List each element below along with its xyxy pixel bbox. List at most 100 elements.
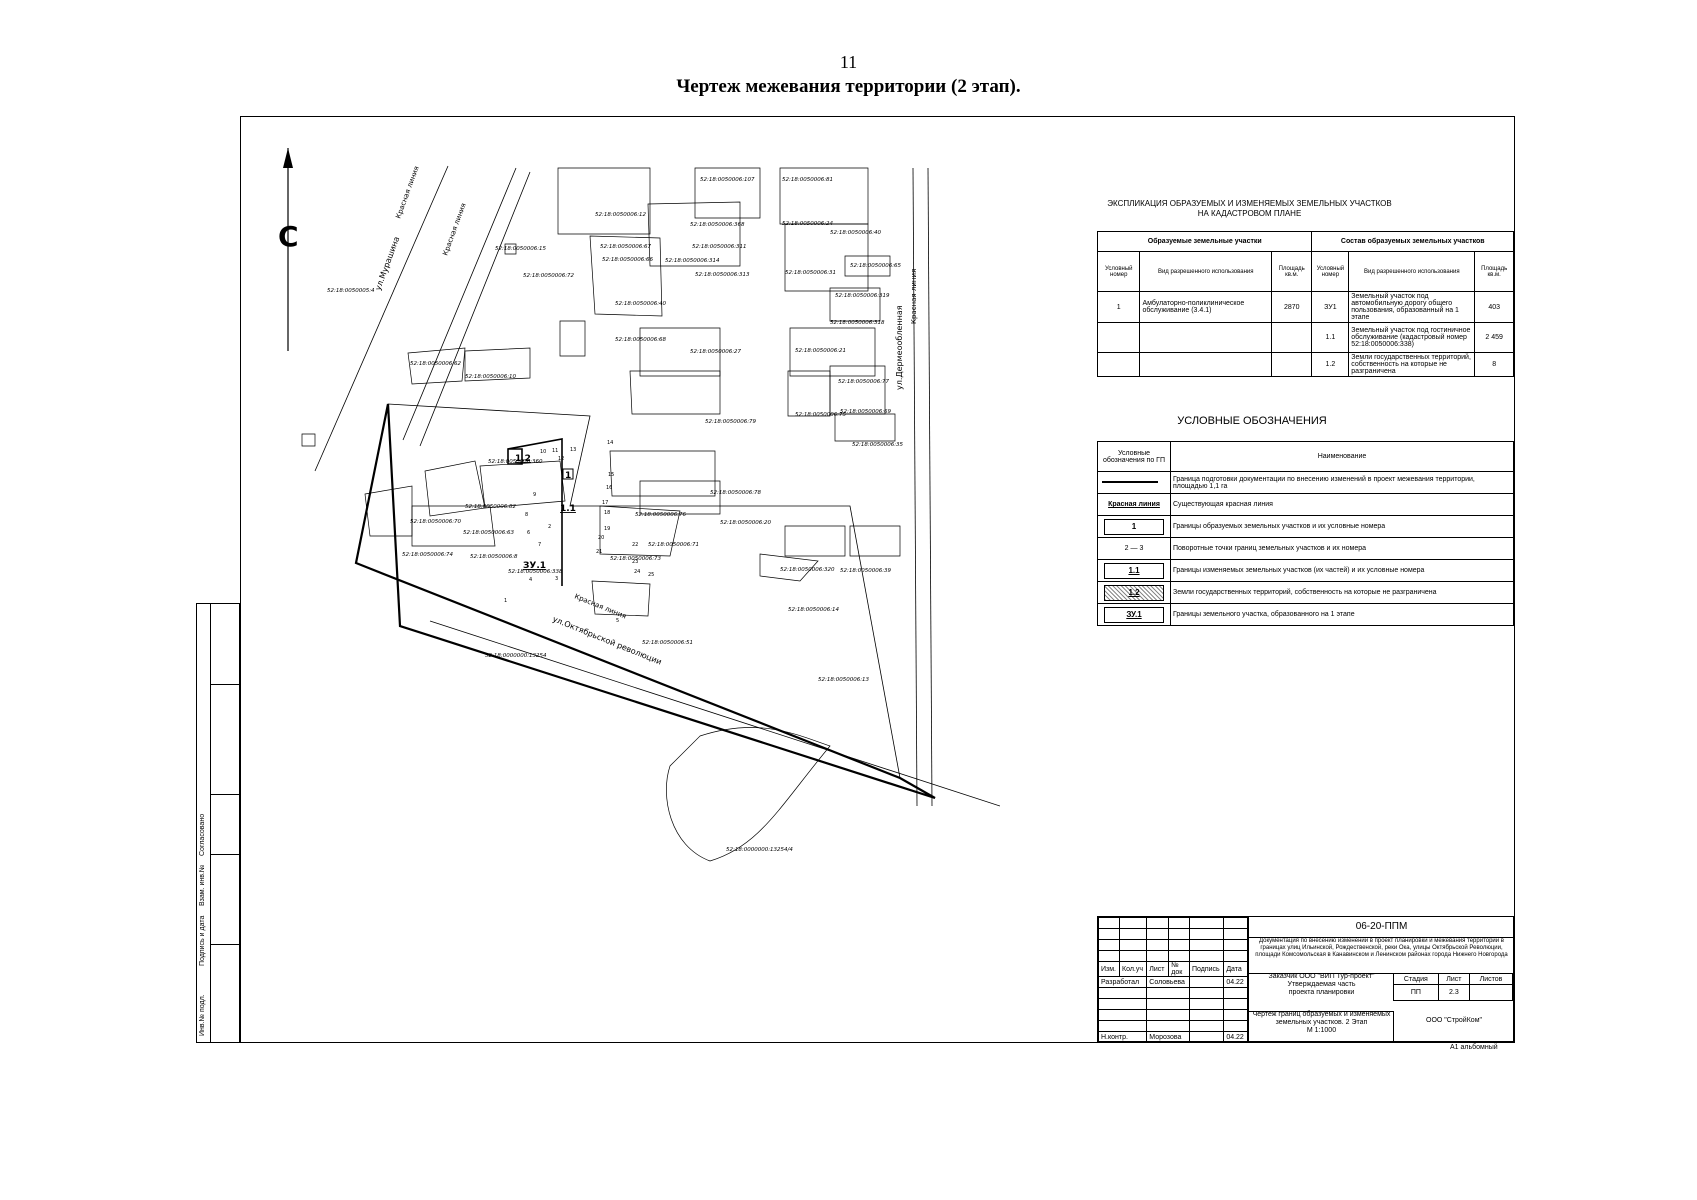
point-number: 18 <box>604 510 610 516</box>
point-number: 6 <box>527 530 530 536</box>
tb-stage-value: ПП <box>1393 984 1439 1001</box>
parcel-label: 52:18:0050006:368 <box>690 222 745 228</box>
point-number: 21 <box>596 549 602 555</box>
page-number: 11 <box>839 52 858 72</box>
table-row: 1.1 Земельный участок под гостиничное об… <box>1096 322 1514 353</box>
parcel-label: 52:18:0000000:13254/4 <box>726 847 793 853</box>
col-header: Вид разрешенного использования <box>1139 251 1272 292</box>
parcel-label: 52:18:0050006:35 <box>852 442 904 448</box>
point-number: 8 <box>525 512 528 518</box>
col-header: Площадь кв.м. <box>1270 251 1313 292</box>
cell <box>1270 352 1313 377</box>
parcel-label: 52:18:0000000:13254 <box>485 653 547 659</box>
point-number: 15 <box>608 472 614 478</box>
legend-symbol: 1.2 <box>1097 581 1171 604</box>
tb-description: Документация по внесению изменений в про… <box>1248 937 1514 974</box>
tb-sheet-value: 2.3 <box>1437 984 1471 1001</box>
legend-symbol-box: 1.1 <box>1104 562 1164 579</box>
parcel-label: 52:18:0050006:72 <box>523 273 575 279</box>
cell: 2870 <box>1270 291 1313 323</box>
parcel-label: 52:18:0050006:67 <box>600 244 652 250</box>
tb-col: Подпись <box>1188 961 1225 977</box>
tb-sheet-label: Лист <box>1437 973 1471 985</box>
legend-symbol-box: 1 <box>1104 518 1164 535</box>
point-number: 19 <box>604 526 610 532</box>
cell <box>1270 322 1313 353</box>
legend-text: Поворотные точки границ земельных участк… <box>1170 537 1514 560</box>
tb-project-part: проекта планировки <box>1288 989 1355 996</box>
parcel-label: 52:18:0050006:65 <box>850 263 902 269</box>
legend-symbol: ЗУ.1 <box>1097 603 1171 626</box>
parcel-label: 52:18:0050006:81 <box>782 177 833 183</box>
legend-text: Границы земельного участка, образованног… <box>1170 603 1514 626</box>
point-number: 4 <box>529 577 532 583</box>
tb-col: № док <box>1168 961 1190 977</box>
parcel-label: 52:18:0050006:31 <box>785 270 836 276</box>
parcel-label: 52:18:0050006:24 <box>782 221 834 227</box>
point-number: 24 <box>634 569 640 575</box>
cell: ЗУ1 <box>1311 291 1350 323</box>
parcel-label: 52:18:0050006:12 <box>595 212 647 218</box>
point-number: 12 <box>558 456 564 462</box>
point-number: 7 <box>538 542 541 548</box>
side-label-agreed: Согласовано <box>199 813 206 856</box>
legend-text: Границы образуемых земельных участков и … <box>1170 515 1514 538</box>
parcel-label: 52:18:0050006:40 <box>615 301 667 307</box>
tb-sheets-value <box>1469 984 1513 1001</box>
cell: 403 <box>1474 291 1514 323</box>
tb-drawing-block: Чертеж границ образуемых и изменяемых зе… <box>1248 1011 1394 1041</box>
tb-approved-block: Заказчик ООО "ВИП Тур-проект" Утверждаем… <box>1248 973 1394 1012</box>
title-block: Изм. Кол.уч Лист № док Подпись Дата Разр… <box>1097 916 1514 1043</box>
col-header: Вид разрешенного использования <box>1348 251 1476 292</box>
point-number: 1 <box>504 598 507 604</box>
zone-label-zu1: ЗУ.1 <box>523 561 546 571</box>
point-number: 23 <box>632 559 638 565</box>
cell: 8 <box>1474 352 1514 377</box>
parcel-label: 52:18:0050006:70 <box>410 519 462 525</box>
page-title: Чертеж межевания территории (2 этап). <box>676 76 1021 97</box>
col-header: Условный номер <box>1096 251 1141 292</box>
explication-title: ЭКСПЛИКАЦИЯ ОБРАЗУЕМЫХ И ИЗМЕНЯЕМЫХ ЗЕМЕ… <box>1097 199 1402 219</box>
point-number: 17 <box>602 500 608 506</box>
point-number: 9 <box>533 492 536 498</box>
tb-company: ООО "СтройКом" <box>1393 1011 1514 1041</box>
north-label: С <box>278 220 299 253</box>
parcel-label: 52:18:0050006:314 <box>665 258 720 264</box>
table-row: 1 Амбулаторно-поликлиническое обслуживан… <box>1096 291 1514 323</box>
parcel-label: 52:18:0050006:63 <box>463 530 515 536</box>
parcel-label: 52:18:0050006:82 <box>465 504 517 510</box>
point-number: 5 <box>616 618 619 624</box>
explication-group-right: Состав образуемых земельных участков <box>1311 231 1514 252</box>
legend-symbol: Красная линия <box>1097 493 1171 516</box>
legend-row: Красная линия Существующая красная линия <box>1097 493 1514 516</box>
legend-row: 1 Границы образуемых земельных участков … <box>1097 515 1514 538</box>
parcel-label: 52:18:0050006:311 <box>692 244 747 250</box>
legend-header-symbol: Условные обозначения по ГП <box>1097 441 1171 472</box>
parcel-label: 52:18:0050006:79 <box>705 419 757 425</box>
parcel-label: 52:18:0050006:76 <box>635 512 687 518</box>
point-number: 10 <box>540 449 546 455</box>
explication-group-left: Образуемые земельные участки <box>1096 231 1313 252</box>
parcel-label: 52:18:0050006:78 <box>710 490 762 496</box>
parcel-label: 52:18:0050006:68 <box>615 337 667 343</box>
legend-row: 1.1 Границы изменяемых земельных участко… <box>1097 559 1514 582</box>
legend-title: УСЛОВНЫЕ ОБОЗНАЧЕНИЯ <box>1177 415 1327 427</box>
legend-symbol: 2 — 3 <box>1097 537 1171 560</box>
legend-text: Граница подготовки документации по внесе… <box>1170 471 1514 494</box>
legend-symbol <box>1097 471 1171 494</box>
parcel-label: 52:18:0050006:51 <box>642 640 693 646</box>
cell: Земли государственных территорий, собств… <box>1348 352 1476 377</box>
col-header: Площадь кв.м. <box>1474 251 1514 292</box>
parcel-label: 52:18:0050006:40 <box>830 230 882 236</box>
cell <box>1096 352 1141 377</box>
tb-developer-role: Разработал <box>1097 976 1148 988</box>
parcel-label: 52:18:0050006:10 <box>465 374 517 380</box>
parcel-label: 52:18:0050006:20 <box>720 520 772 526</box>
tb-controller-role: Н.контр. <box>1097 1031 1148 1043</box>
zone-label-1-2: 1.2 <box>515 454 531 464</box>
parcel-label: 52:18:0050006:318 <box>830 320 885 326</box>
cell: Земельный участок под автомобильную доро… <box>1348 291 1476 323</box>
tb-developer-date: 04.22 <box>1223 976 1248 988</box>
col-header: Условный номер <box>1311 251 1350 292</box>
street-dermeobl: ул.Дермеообленная <box>895 305 904 390</box>
